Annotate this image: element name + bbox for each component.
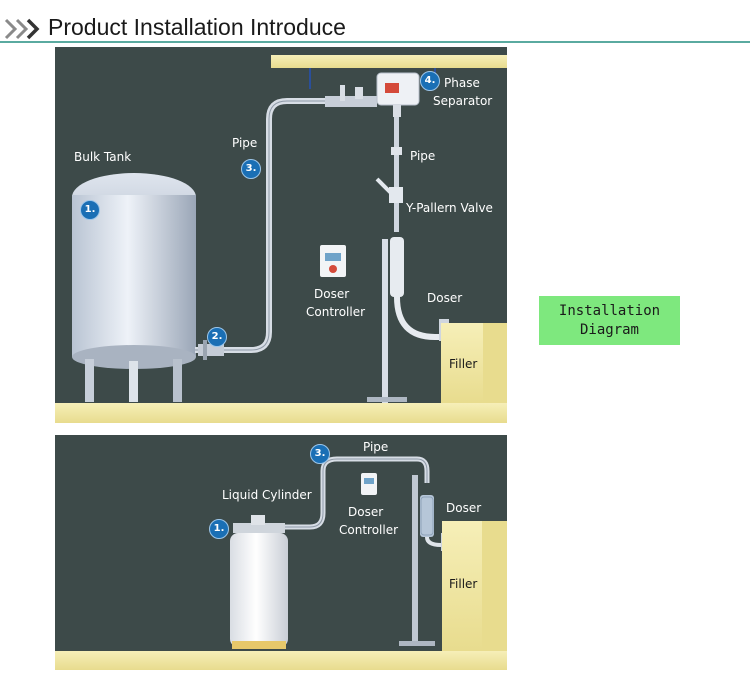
label-pipe: Pipe <box>363 440 389 454</box>
floor <box>55 651 507 670</box>
label-pipe-right: Pipe <box>410 149 436 163</box>
marker-1: 1. <box>209 519 229 539</box>
doser-stand <box>382 239 388 403</box>
label-filler: Filler <box>449 577 478 591</box>
marker-1: 1. <box>80 200 100 220</box>
filler <box>441 323 507 403</box>
installation-diagram-badge: Installation Diagram <box>539 296 680 345</box>
badge-line-1: Installation <box>558 302 661 319</box>
label-doser-controller-line2: Controller <box>339 523 399 537</box>
ceiling <box>271 55 507 68</box>
doser-controller <box>361 473 377 495</box>
label-doser: Doser <box>446 501 482 515</box>
label-doser-controller-line1: Doser <box>314 287 350 301</box>
marker-3: 3. <box>241 159 261 179</box>
label-phase-separator-line2: Separator <box>433 94 493 108</box>
installation-diagram-liquid-cylinder: 1. 3. Liquid Cylinder Pipe Doser Control… <box>55 435 507 670</box>
liquid-cylinder-scene <box>55 456 507 670</box>
label-doser: Doser <box>427 291 463 305</box>
liquid-cylinder <box>230 515 288 649</box>
marker-4: 4. <box>420 71 440 91</box>
page-title: Product Installation Introduce <box>48 14 346 40</box>
label-pipe-left: Pipe <box>232 136 258 150</box>
bulk-tank <box>72 173 196 402</box>
label-liquid-cylinder: Liquid Cylinder <box>222 488 312 502</box>
doser-stand <box>412 475 418 645</box>
label-phase-separator-line1: Phase <box>444 76 480 90</box>
chevrons-right-icon <box>4 18 40 40</box>
label-doser-controller-line2: Controller <box>306 305 366 319</box>
marker-2: 2. <box>207 327 227 347</box>
y-valve <box>375 177 403 203</box>
section-header: Product Installation Introduce <box>0 0 750 45</box>
label-filler: Filler <box>449 357 478 371</box>
installation-diagram-bulk-tank: 1. 2. 3. 4. Bulk Tank Pipe Phase Separat… <box>55 47 507 423</box>
doser-controller <box>320 245 346 277</box>
marker-3: 3. <box>310 444 330 464</box>
floor <box>55 403 507 423</box>
label-y-valve: Y-Pallern Valve <box>406 201 493 215</box>
doser <box>390 237 449 341</box>
phase-separator <box>325 72 420 117</box>
bulk-tank-scene <box>55 55 507 423</box>
label-bulk-tank: Bulk Tank <box>74 150 132 164</box>
header-divider <box>0 41 750 43</box>
label-doser-controller-line1: Doser <box>348 505 384 519</box>
badge-line-2: Diagram <box>579 321 639 338</box>
filler <box>442 521 507 651</box>
